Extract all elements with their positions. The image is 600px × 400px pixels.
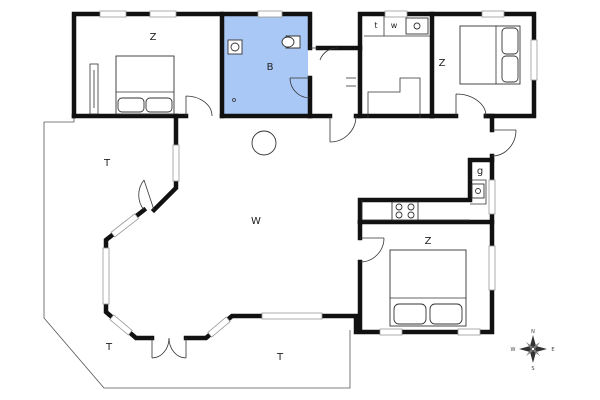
- room-label-bedroom-ne: Z: [439, 58, 446, 69]
- bed-se: [389, 249, 467, 327]
- bed-nw: [115, 55, 175, 115]
- compass-south: S: [531, 366, 534, 372]
- doors: [138, 47, 517, 359]
- room-label-utility-w: w: [391, 21, 398, 30]
- furniture: [115, 17, 521, 327]
- storage-sink: [471, 183, 485, 199]
- bathroom-floor: [223, 16, 308, 117]
- room-label-terrace-s: T: [276, 352, 284, 363]
- room-label-bedroom-nw: Z: [150, 32, 157, 43]
- room-labels: Z B t w Z T W g Z T T: [103, 21, 483, 363]
- compass-north: N: [531, 329, 535, 335]
- room-label-utility-t: t: [374, 21, 377, 30]
- room-label-storage-g: g: [477, 166, 483, 177]
- compass-rose: N S E W: [511, 329, 555, 372]
- room-label-living: W: [251, 216, 261, 227]
- room-label-bedroom-se: Z: [425, 236, 432, 247]
- utility-fixtures: [405, 17, 429, 35]
- room-label-terrace-w: T: [103, 158, 111, 169]
- bed-ne: [459, 25, 521, 85]
- compass-east: E: [551, 347, 554, 353]
- room-label-terrace-sw: T: [105, 342, 113, 353]
- bathroom-fixtures: [227, 35, 301, 102]
- stove: [251, 130, 277, 156]
- room-label-bathroom: B: [267, 62, 274, 73]
- kitchen-hob: [391, 201, 419, 221]
- compass-west: W: [511, 347, 516, 353]
- interior-lines: [89, 16, 487, 221]
- windows: [99, 10, 538, 338]
- terrace-outline: [43, 116, 351, 389]
